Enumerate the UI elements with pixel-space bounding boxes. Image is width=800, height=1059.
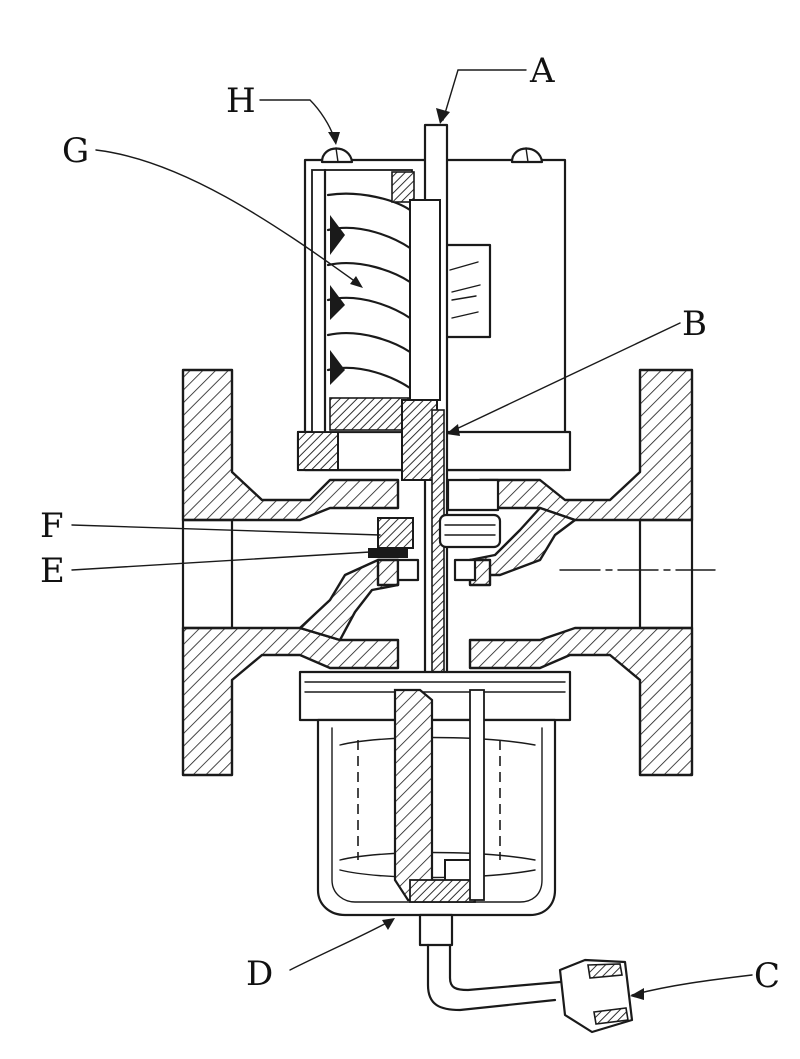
lower-bowl [298, 670, 572, 917]
leader-lines [71, 69, 753, 1000]
callout-H: H [226, 81, 256, 121]
callout-C: C [754, 956, 780, 996]
leader-F [71, 524, 381, 536]
bowl-flange [298, 670, 572, 722]
callout-B: B [682, 304, 707, 344]
leader-B [449, 322, 681, 433]
coil-windings [311, 168, 415, 434]
right-flange-lower [468, 626, 694, 777]
callout-A: A [529, 51, 555, 91]
valve-disc [438, 513, 502, 549]
valve-seat [376, 558, 400, 587]
leader-E [71, 551, 371, 571]
callout-labels: A B C D E F G H [40, 51, 780, 996]
packing-F [377, 517, 414, 549]
bottom-nipple [418, 913, 454, 947]
callout-F: F [40, 506, 64, 546]
leader-C [631, 974, 753, 996]
leader-D [289, 919, 393, 971]
callout-E: E [40, 551, 65, 591]
dashpot-piston [393, 688, 434, 902]
plunger-core [401, 399, 438, 481]
gasket-E [368, 548, 408, 558]
nameplate [438, 243, 492, 339]
disc-upper [446, 478, 500, 512]
bowl-shell [316, 718, 557, 917]
callout-G: G [62, 131, 89, 171]
outlet-fitting [418, 913, 634, 1034]
leader-A [442, 69, 527, 121]
leader-H [259, 99, 336, 141]
callout-D: D [246, 954, 273, 994]
leader-G [95, 149, 361, 286]
valve-body [181, 368, 694, 777]
plunger-stem [368, 123, 502, 741]
bent-tube [426, 943, 557, 1012]
